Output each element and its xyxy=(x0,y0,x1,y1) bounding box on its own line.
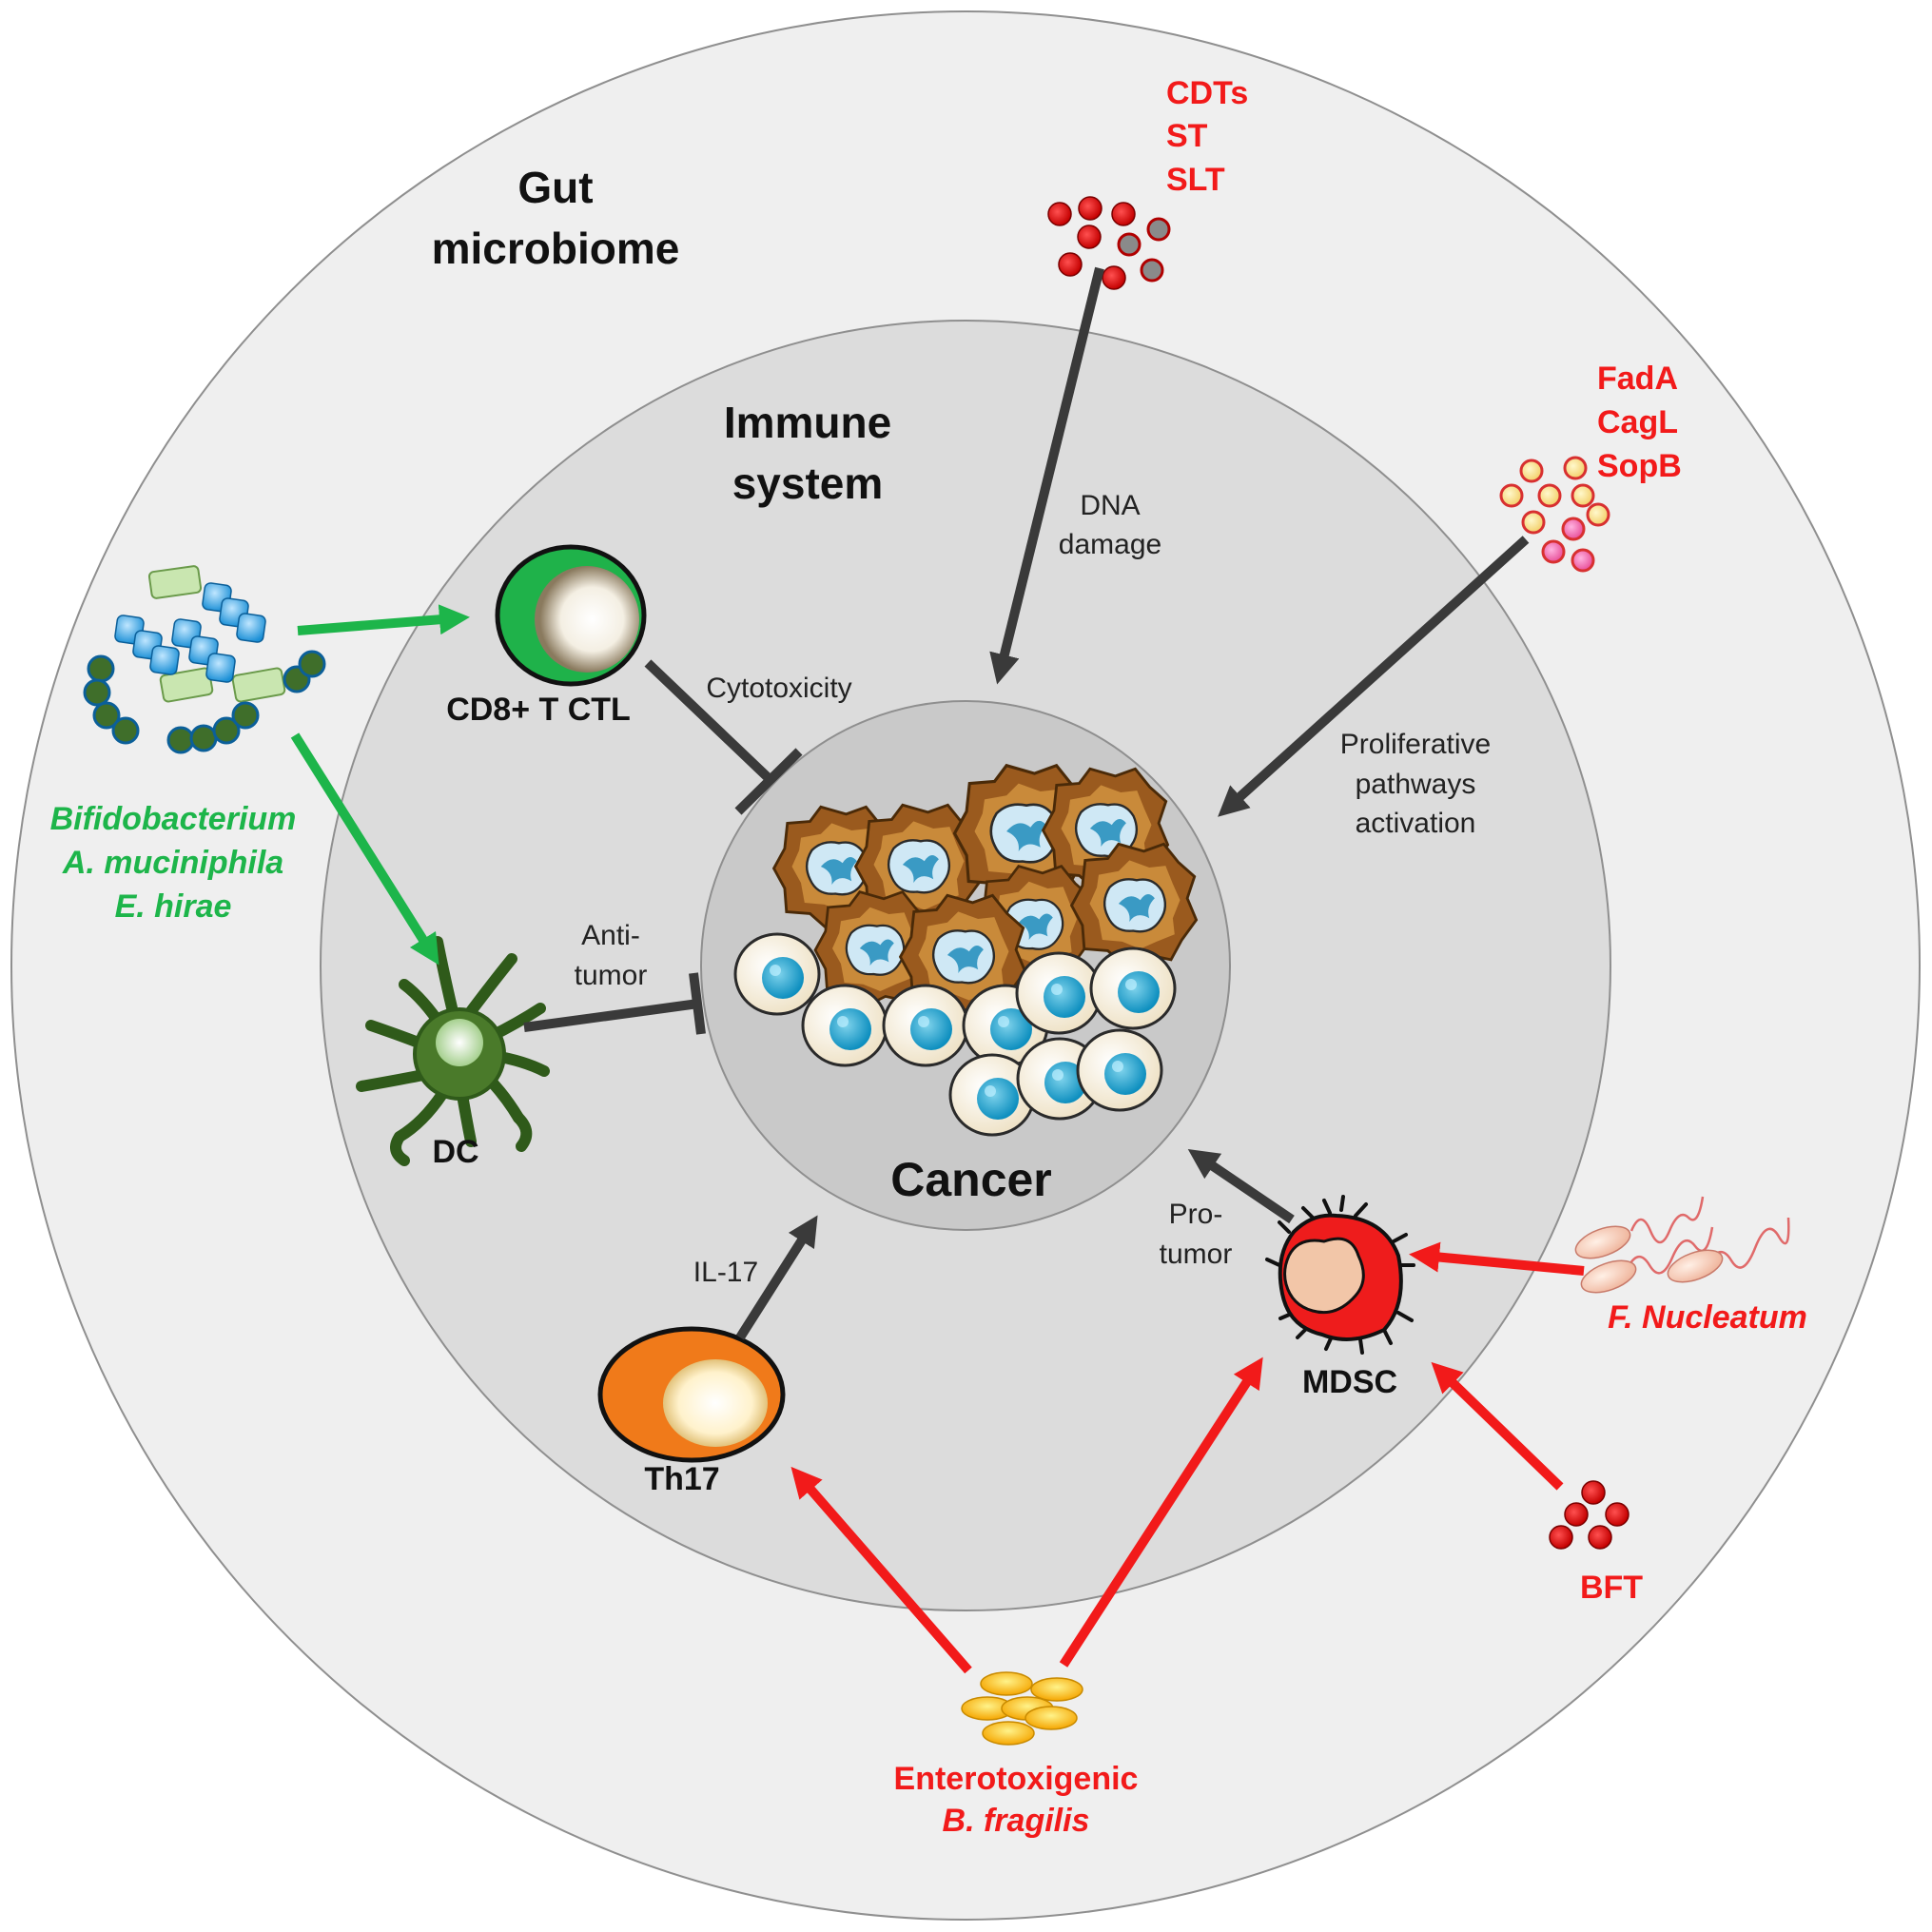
cytotoxicity-label: Cytotoxicity xyxy=(706,673,851,704)
arrow-bacteria-to-dc xyxy=(290,732,439,966)
immune-title-line1: Immune xyxy=(724,398,891,447)
inhibition-cytotoxicity xyxy=(644,659,803,815)
arrow-bft-to-mdsc xyxy=(1431,1361,1564,1491)
gut-title-line1: Gut xyxy=(517,163,593,212)
etbf-label-line2: B. fragilis xyxy=(943,1803,1090,1839)
immune-title-line2: system xyxy=(732,459,884,508)
th17-label: Th17 xyxy=(644,1461,719,1497)
dc-label: DC xyxy=(432,1134,478,1170)
cd8-t-cell-icon xyxy=(495,544,647,687)
arrow-proliferative-activation xyxy=(1218,536,1530,817)
arrow-etbf-to-th17 xyxy=(790,1466,972,1674)
dendritic-cell-body xyxy=(413,1007,506,1101)
arrow-toxins-dna-damage xyxy=(989,266,1104,685)
arrow-fnucleatum-to-mdsc xyxy=(1409,1241,1585,1276)
beneficial-bacteria-line2: A. muciniphila xyxy=(62,845,283,881)
il17-label: IL-17 xyxy=(693,1257,758,1288)
mdsc-cell-icon xyxy=(1265,1195,1415,1355)
etbf-bacteria-icon xyxy=(961,1671,1083,1746)
gut-title-line2: microbiome xyxy=(432,224,680,273)
toxins-top-line3: SLT xyxy=(1166,162,1225,198)
arrow-bacteria-to-cd8 xyxy=(297,604,470,635)
protumor-label-line1: Pro- xyxy=(1169,1199,1223,1230)
antitumor-label-line1: Anti- xyxy=(581,920,640,951)
dendritic-cell-icon xyxy=(356,936,550,1166)
th17-cell-icon xyxy=(597,1326,786,1463)
toxin-dots-icon xyxy=(1047,196,1171,290)
protumor-label-line2: tumor xyxy=(1160,1239,1233,1270)
arrow-etbf-to-mdsc xyxy=(1059,1356,1263,1668)
cd8-label: CD8+ T CTL xyxy=(446,692,631,728)
toxins-right-line2: CagL xyxy=(1597,404,1678,440)
beneficial-bacteria-line1: Bifidobacterium xyxy=(50,801,297,837)
arrow-th17-il17 xyxy=(735,1215,818,1340)
inhibition-antitumor xyxy=(523,972,706,1035)
bft-label: BFT xyxy=(1580,1570,1643,1606)
toxins-right-line1: FadA xyxy=(1597,361,1678,397)
fnucleatum-label: F. Nucleatum xyxy=(1608,1299,1807,1336)
dna-damage-label-line2: damage xyxy=(1059,529,1161,560)
adhesin-dots-icon xyxy=(1499,456,1610,573)
bft-dots-icon xyxy=(1549,1480,1630,1550)
arrow-mdsc-protumor xyxy=(1187,1149,1295,1224)
cancer-label: Cancer xyxy=(890,1153,1052,1206)
toxins-right-line3: SopB xyxy=(1597,448,1682,484)
etbf-label-line1: Enterotoxigenic xyxy=(894,1761,1139,1797)
proliferative-label-line2: pathways xyxy=(1356,769,1476,800)
mdsc-label: MDSC xyxy=(1302,1364,1397,1400)
beneficial-bacteria-line3: E. hirae xyxy=(115,888,232,925)
antitumor-label-line2: tumor xyxy=(575,960,648,991)
toxins-top-line2: ST xyxy=(1166,118,1208,154)
proliferative-label-line3: activation xyxy=(1356,808,1476,839)
proliferative-label-line1: Proliferative xyxy=(1340,729,1491,760)
toxins-top-line1: CDTs xyxy=(1166,75,1248,111)
dna-damage-label-line1: DNA xyxy=(1080,490,1140,521)
fnucleatum-bacteria-icon xyxy=(1574,1196,1790,1294)
